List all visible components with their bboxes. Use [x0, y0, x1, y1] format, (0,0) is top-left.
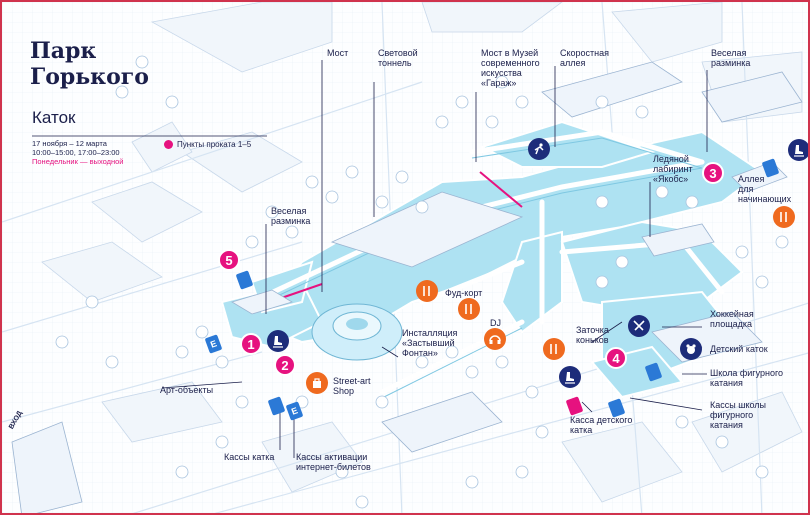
label-figure-cash: Кассы школы фигурного катания: [710, 400, 767, 430]
legend: Пункты проката 1–5: [164, 140, 251, 149]
label-hockey: Хоккейная площадка: [710, 309, 754, 329]
trees: [55, 55, 789, 509]
label-warmup-left: Веселая разминка: [271, 206, 311, 226]
schedule-info: 17 ноября – 12 марта 10:00–15:00, 17:00–…: [32, 139, 124, 166]
park-title: Парк Горького: [30, 38, 149, 90]
skate-icon[interactable]: [559, 366, 581, 388]
buildings: [11, 61, 803, 513]
label-beginners: Аллея для начинающих: [738, 174, 792, 204]
label-figure-school: Школа фигурного катания: [710, 368, 784, 388]
label-most: Мост: [327, 48, 349, 58]
headphones-icon[interactable]: [484, 328, 506, 350]
label-fountain: Инсталляция «Застывший Фонтан»: [402, 328, 458, 358]
label-sharpening: Заточка коньков: [576, 325, 609, 345]
label-bridge-garage: Мост в Музей современного искусства «Гар…: [481, 48, 540, 88]
leader-lines: [32, 60, 708, 458]
label-rink-cash: Кассы катка: [224, 452, 275, 462]
fork-knife-icon[interactable]: [543, 338, 565, 360]
hockey-sticks-icon[interactable]: [628, 315, 650, 337]
label-art: Арт-объекты: [160, 385, 214, 395]
rental-point-3[interactable]: 3: [702, 162, 724, 184]
fork-knife-icon[interactable]: [458, 298, 480, 320]
rental-point-5[interactable]: 5: [218, 249, 240, 271]
closed-text: Понедельник — выходной: [32, 157, 124, 166]
label-tunnel: Световой тоннель: [378, 48, 418, 68]
label-dj: DJ: [490, 318, 501, 328]
shopping-bag-icon[interactable]: [306, 372, 328, 394]
rental-dot-icon: [164, 140, 173, 149]
dates-text: 17 ноября – 12 марта: [32, 139, 107, 148]
hours-text: 10:00–15:00, 17:00–23:00: [32, 148, 120, 157]
rental-point-4[interactable]: 4: [605, 347, 627, 369]
rental-point-2[interactable]: 2: [274, 354, 296, 376]
label-street-art: Street-art Shop: [333, 376, 371, 396]
rental-point-1[interactable]: 1: [240, 333, 262, 355]
bear-icon[interactable]: [680, 338, 702, 360]
skate-icon[interactable]: [267, 330, 289, 352]
label-online-cash: Кассы активации интернет-билетов: [296, 452, 371, 472]
label-speed-alley: Скоростная аллея: [560, 48, 610, 68]
label-food: Фуд-корт: [445, 288, 483, 298]
legend-label: Пункты проката 1–5: [177, 140, 252, 149]
map-subtitle: Каток: [32, 108, 76, 127]
skate-icon[interactable]: [788, 139, 808, 161]
city-blocks: [41, 2, 803, 503]
label-labyrinth: Ледяной лабиринт «Якобс»: [653, 154, 693, 184]
label-warmup-top: Веселая разминка: [711, 48, 751, 68]
speed-skater-icon[interactable]: [528, 138, 550, 160]
label-kids: Детский каток: [710, 344, 768, 354]
fork-knife-icon[interactable]: [773, 206, 795, 228]
label-kids-cash: Касса детского катка: [570, 415, 633, 435]
frozen-fountain: [311, 303, 403, 361]
fork-knife-icon[interactable]: [416, 280, 438, 302]
